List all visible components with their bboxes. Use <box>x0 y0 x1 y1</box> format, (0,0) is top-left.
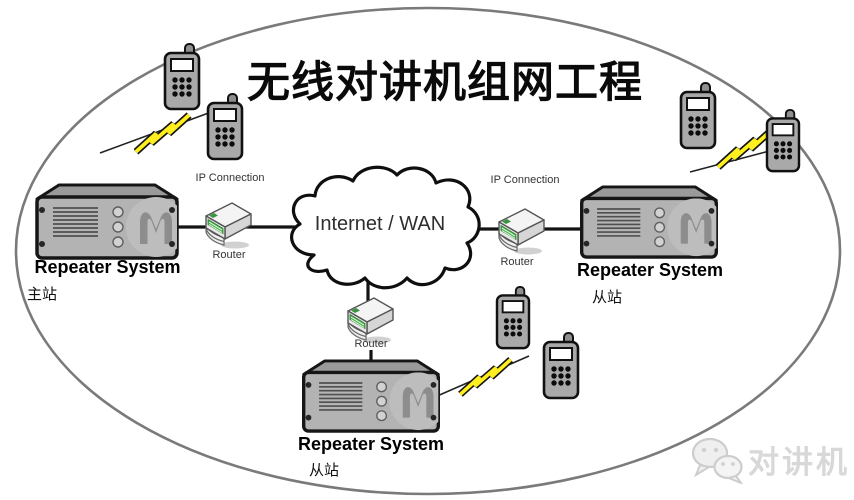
wireless-link-line <box>99 110 215 154</box>
router-icon <box>347 297 394 345</box>
wireless-link-line <box>689 148 778 173</box>
repeater-system-label-right: Repeater System <box>576 260 724 280</box>
diagram-title: 无线对讲机组网工程 <box>247 60 643 107</box>
wireless-link-bolt-icon <box>460 360 510 395</box>
station-role-label-right-slave: 从站 <box>592 289 623 306</box>
router-label-right: Router <box>500 256 534 268</box>
walkie-talkie-icon <box>679 82 717 150</box>
router-label-left: Router <box>212 249 246 261</box>
walkie-talkie-icon <box>542 331 580 400</box>
internet-wan-label: Internet / WAN <box>314 213 446 235</box>
repeater-system-label-left: Repeater System <box>34 257 181 277</box>
walkie-talkie-icon <box>765 109 801 173</box>
repeater-device-icon <box>304 361 447 431</box>
repeater-device-icon <box>37 185 186 258</box>
internet-cloud-shape <box>290 165 481 290</box>
ip-connection-label-left: IP Connection <box>195 172 265 184</box>
router-icon <box>498 208 545 256</box>
wireless-link-bolt-icon <box>136 115 189 152</box>
station-role-label-bottom-slave: 从站 <box>309 462 340 479</box>
router-label-bottom: Router <box>354 338 388 350</box>
wireless-link-bolt-icon <box>718 131 771 167</box>
walkie-talkie-icon <box>495 286 531 350</box>
router-icon <box>205 202 252 250</box>
watermark-text: 对讲机 <box>748 445 850 480</box>
network-boundary-ellipse <box>14 6 842 496</box>
station-role-label-master: 主站 <box>27 286 58 303</box>
repeater-device-icon <box>582 187 725 257</box>
wechat-bubbles-icon <box>691 437 743 484</box>
ip-connection-label-right: IP Connection <box>490 174 560 186</box>
walkie-talkie-icon <box>163 43 201 111</box>
repeater-system-label-bottom: Repeater System <box>297 434 445 454</box>
